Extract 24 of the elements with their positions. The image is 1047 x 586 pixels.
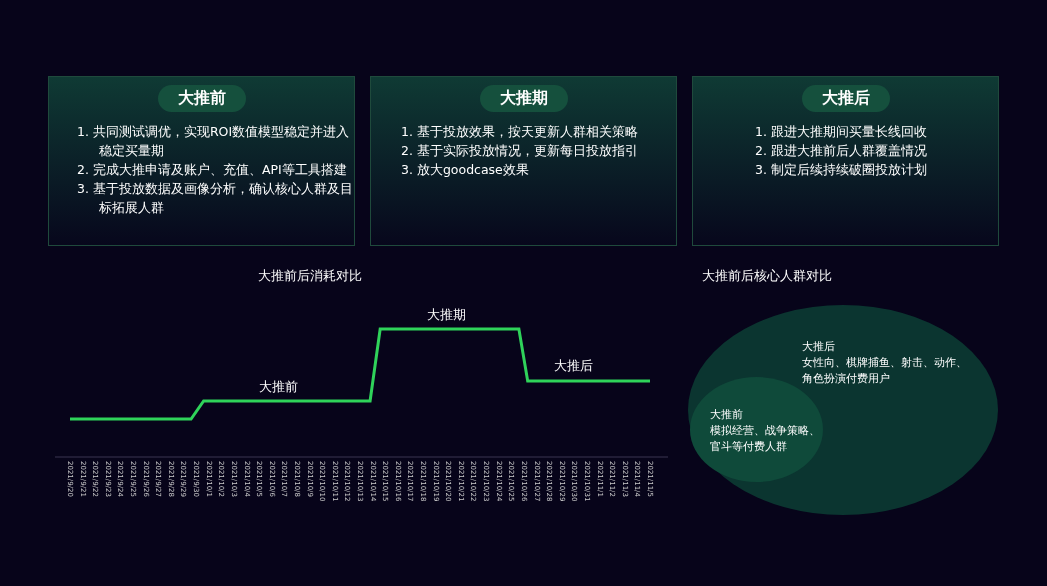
info-card xyxy=(48,76,355,246)
list-item: 1. 跟进大推期间买量长线回收 xyxy=(755,123,928,141)
list-item: 2. 基于实际投放情况，更新每日投放指引 xyxy=(401,142,639,160)
heading-pill: 大推期 xyxy=(479,85,568,112)
group-description: 模拟经营、战争策略、官斗等付费人群 xyxy=(710,423,820,455)
info-card xyxy=(692,76,999,246)
chart-title: 大推前后消耗对比 xyxy=(258,268,362,285)
group-description: 女性向、棋牌捕鱼、射击、动作、角色扮演付费用户 xyxy=(802,355,968,387)
list-item: 3. 放大goodcase效果 xyxy=(401,161,530,179)
list-item: 1. 共同测试调优，实现ROI数值模型稳定并进入稳定买量期 xyxy=(77,123,351,160)
heading-pill: 大推后 xyxy=(801,85,890,112)
list-item: 3. 制定后续持续破圈投放计划 xyxy=(755,161,928,179)
chart-title: 大推前后核心人群对比 xyxy=(702,268,832,285)
list-item: 3. 基于投放数据及画像分析，确认核心人群及目标拓展人群 xyxy=(77,180,354,217)
group-title: 大推前 xyxy=(710,407,744,423)
list-item: 2. 完成大推申请及账户、充值、API等工具搭建 xyxy=(77,161,348,179)
list-item: 2. 跟进大推前后人群覆盖情况 xyxy=(755,142,928,160)
group-title: 大推后 xyxy=(802,339,836,355)
phase-label: 大推前 xyxy=(259,379,298,396)
heading-pill: 大推前 xyxy=(157,85,246,112)
info-card xyxy=(370,76,677,246)
phase-label: 大推期 xyxy=(427,307,466,324)
phase-label: 大推后 xyxy=(554,358,593,375)
list-item: 1. 基于投放效果，按天更新人群相关策略 xyxy=(401,123,639,141)
